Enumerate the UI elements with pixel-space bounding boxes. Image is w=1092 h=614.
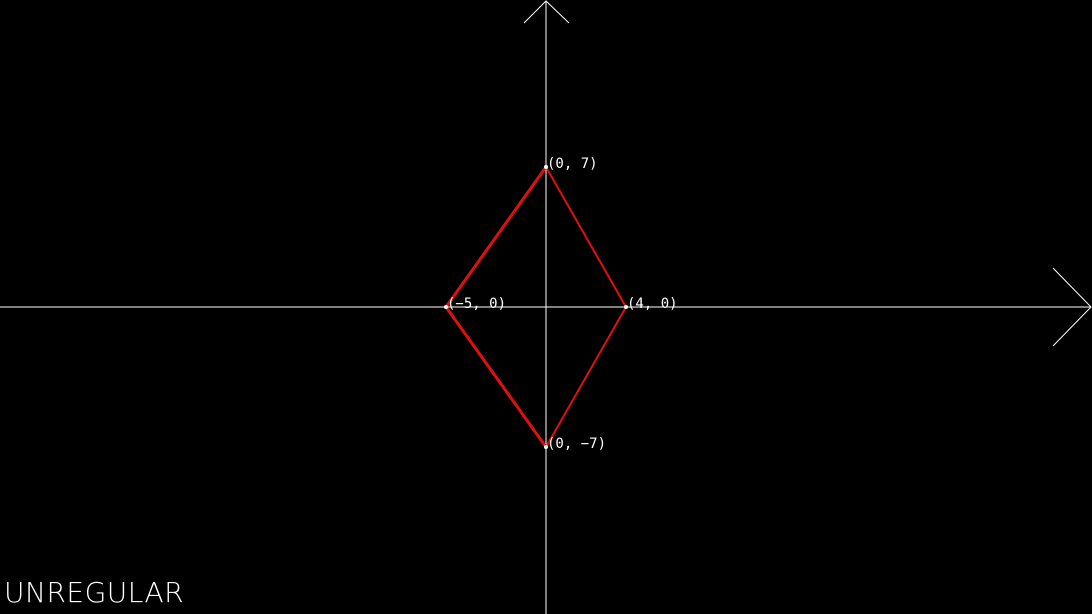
vertex-point xyxy=(444,305,448,309)
vertex-point xyxy=(544,165,548,169)
vertex-label: (−5, 0) xyxy=(447,296,506,312)
vertex-point xyxy=(624,305,628,309)
vertex-point xyxy=(544,445,548,449)
y-axis-arrowhead xyxy=(523,0,570,24)
shape-edge xyxy=(545,166,627,308)
x-axis-arrowhead xyxy=(1052,267,1092,347)
shape-layer: (0, 7) (4, 0) (0, −7) (−5, 0) xyxy=(444,156,678,452)
vertex-label: (0, 7) xyxy=(547,156,598,172)
shape-edge xyxy=(545,306,627,448)
shape-edge xyxy=(444,305,548,449)
vertex-label: (0, −7) xyxy=(547,436,606,452)
vertex-label: (4, 0) xyxy=(627,296,678,312)
shape-caption: UNREGULAR xyxy=(4,576,185,609)
shape-edge xyxy=(444,165,548,309)
